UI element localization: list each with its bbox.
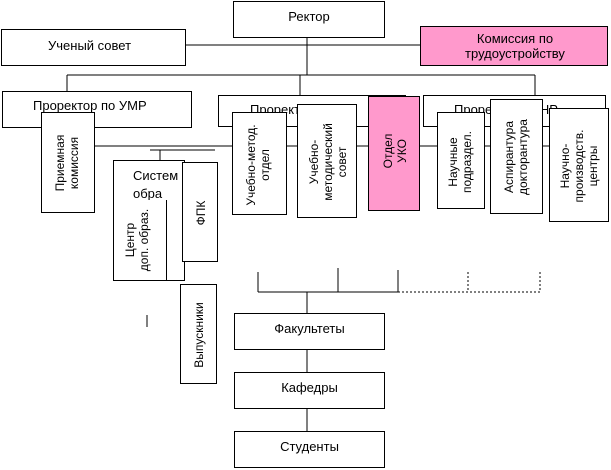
edu-method-council-box: Учебно- методический совет (297, 104, 357, 218)
departments-label: Кафедры (281, 380, 338, 395)
research-production-label: Научно- производств. центры (558, 129, 600, 203)
fpk-box: ФПК (182, 162, 218, 262)
system-label: Систем обра (133, 168, 179, 201)
academic-council-box: Ученый совет (1, 29, 186, 66)
scientific-divisions-label: Научные подраздел. (446, 131, 474, 193)
graduates-label: Выпускники (192, 302, 206, 368)
uko-dept-box: Отдел УКО (368, 96, 420, 211)
scientific-divisions-box: Научные подраздел. (437, 112, 485, 209)
students-box: Студенты (234, 431, 385, 468)
admission-commission-box: Приемная комиссия (41, 112, 95, 213)
employment-commission-label: Комиссия по трудоустройству (465, 31, 565, 61)
postgrad-box: Аспирантура докторантура (490, 99, 543, 214)
employment-commission-box: Комиссия по трудоустройству (420, 26, 608, 66)
uko-dept-label: Отдел УКО (381, 133, 409, 169)
academic-council-label: Ученый совет (48, 38, 132, 53)
students-label: Студенты (280, 439, 339, 454)
vice-rector-umr-box: Проректор по УМР (2, 91, 192, 128)
rector-label: Ректор (288, 9, 330, 24)
edu-method-council-label: Учебно- методический совет (307, 123, 349, 201)
rector-box: Ректор (233, 1, 385, 38)
fpk-label: ФПК (194, 200, 208, 226)
faculties-label: Факультеты (274, 321, 345, 336)
edu-method-dept-box: Учебно-метод. отдел (232, 112, 287, 215)
postgrad-label: Аспирантура докторантура (502, 119, 530, 195)
faculties-box: Факультеты (234, 313, 385, 350)
graduates-box: Выпускники (180, 284, 217, 384)
center-additional-box: Центр доп. образ. (113, 200, 167, 281)
departments-box: Кафедры (234, 372, 385, 409)
research-production-box: Научно- производств. центры (549, 108, 609, 222)
center-additional-label: Центр доп. образ. (123, 208, 151, 272)
vice-rector-umr-label: Проректор по УМР (33, 98, 147, 113)
edu-method-dept-label: Учебно-метод. отдел (244, 124, 272, 206)
admission-commission-label: Приемная комиссия (53, 134, 81, 192)
